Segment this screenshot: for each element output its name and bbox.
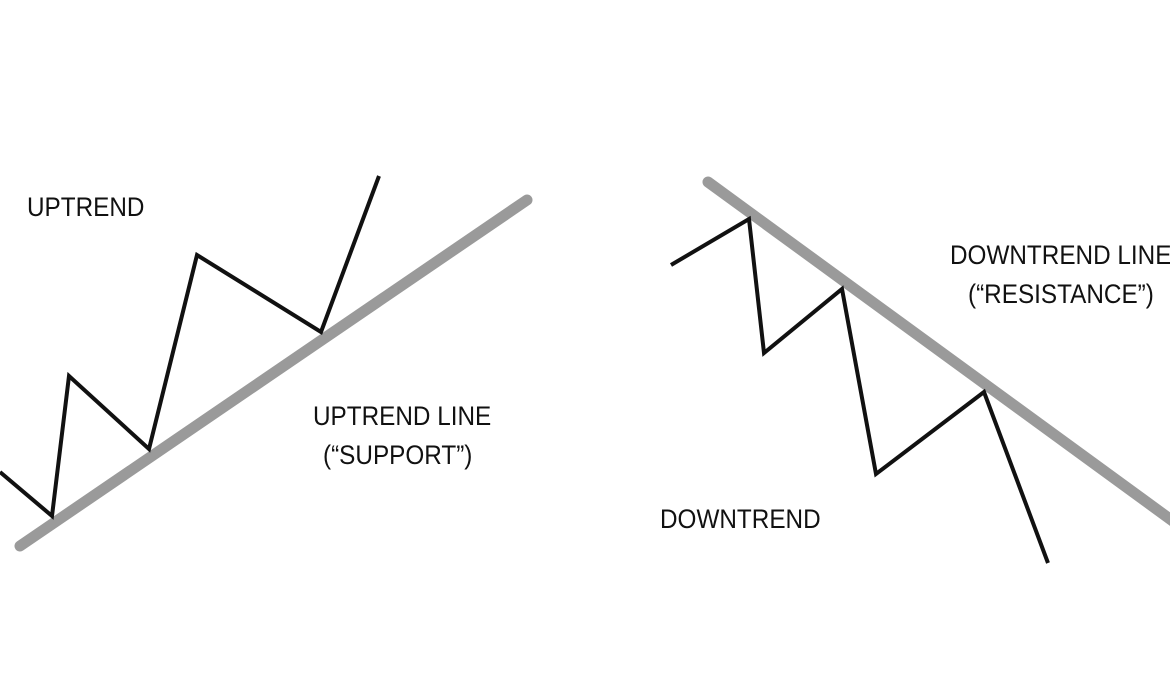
support-label: (“SUPPORT”) xyxy=(323,440,473,470)
uptrend-line-label: UPTREND LINE xyxy=(313,401,492,431)
uptrend-label: UPTREND xyxy=(27,192,145,222)
uptrend-support-line xyxy=(14,194,533,552)
resistance-label: (“RESISTANCE”) xyxy=(968,279,1154,309)
downtrend-line-label: DOWNTREND LINE xyxy=(950,240,1170,270)
downtrend-label: DOWNTREND xyxy=(660,504,821,534)
downtrend-resistance-line xyxy=(702,176,1170,526)
uptrend-price-path xyxy=(0,175,381,520)
downtrend-price-path xyxy=(669,215,1050,564)
